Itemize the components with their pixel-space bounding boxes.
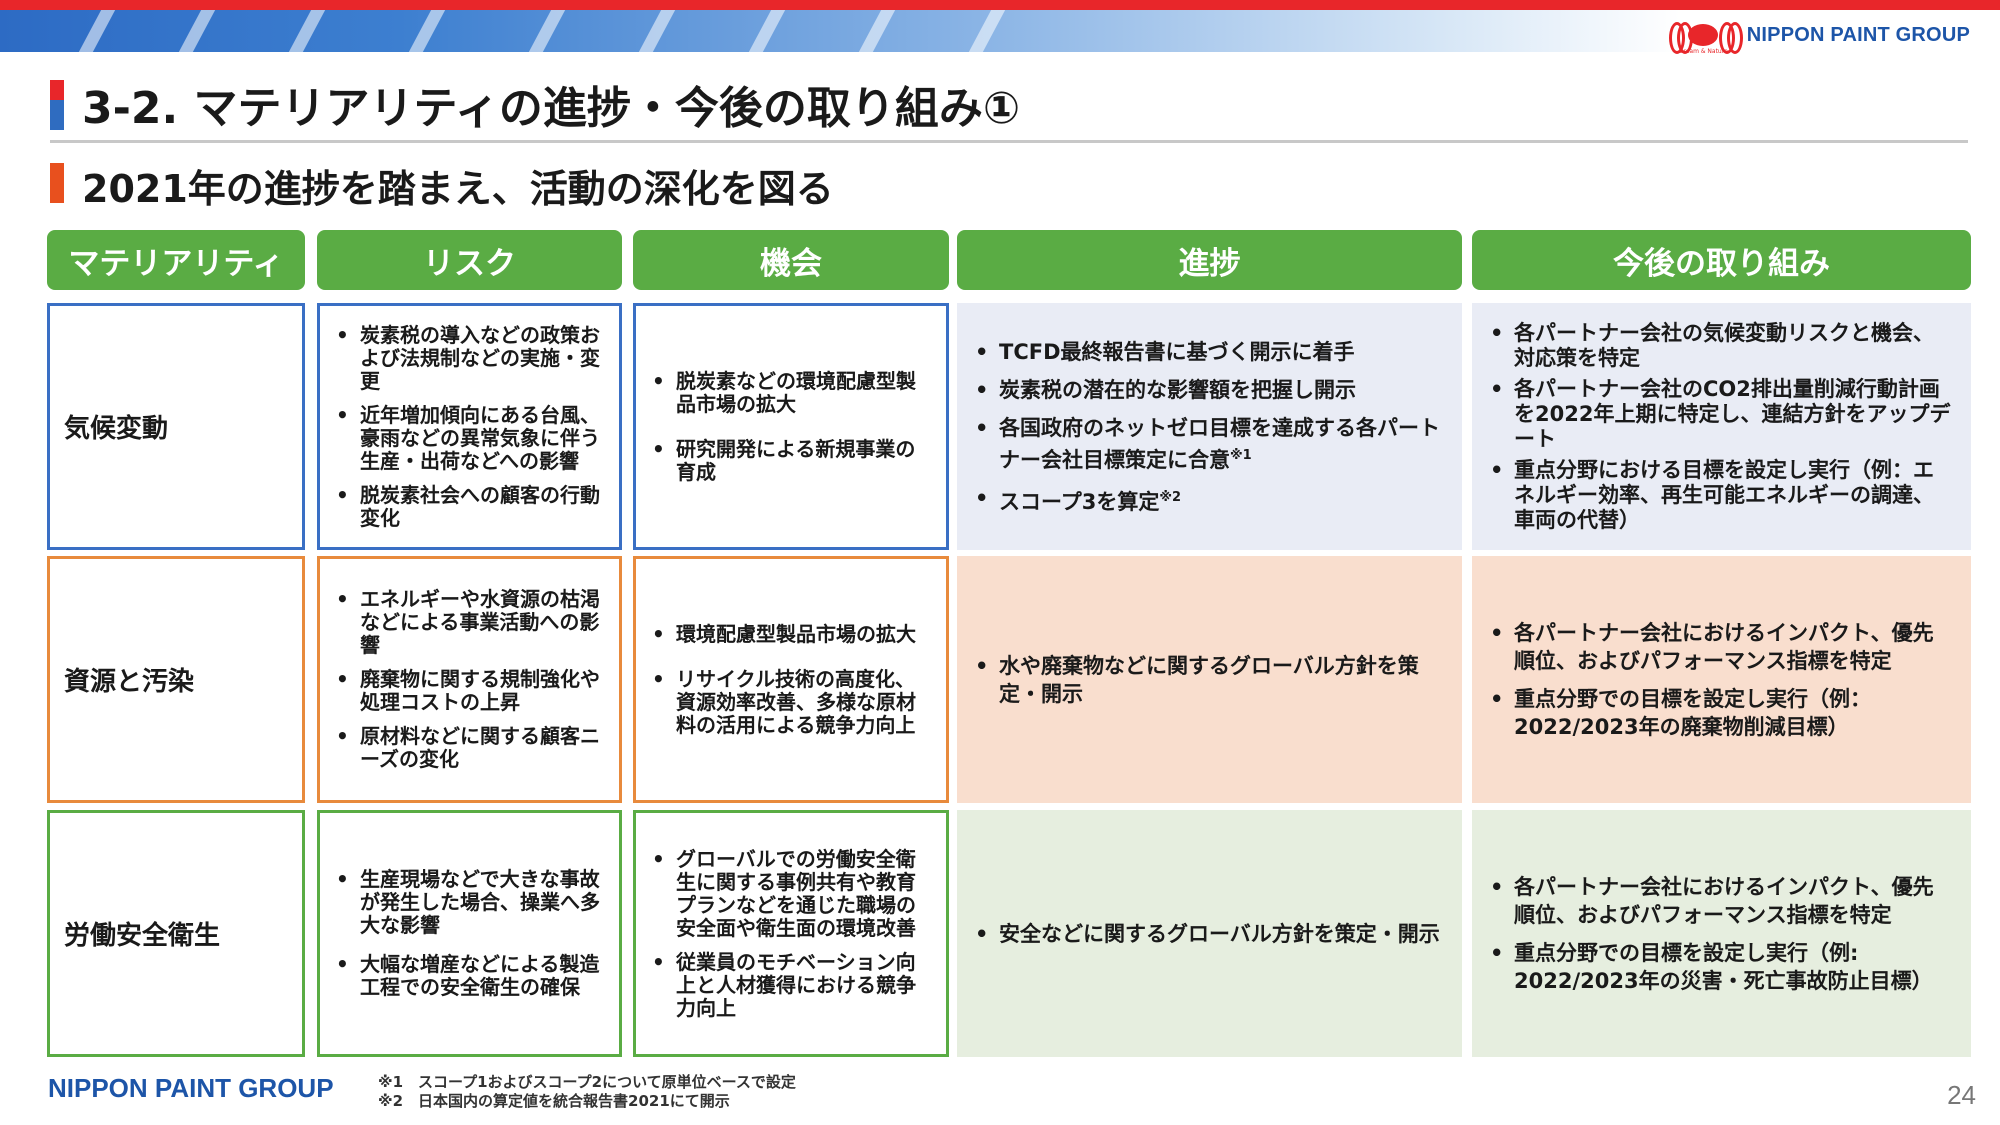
list-item: 水や廃棄物などに関するグローバル方針を策定・開示: [969, 652, 1444, 708]
list-item: 研究開発による新規事業の育成: [646, 437, 934, 484]
header-brand-name: NIPPON PAINT GROUP: [1746, 23, 1970, 46]
row-labor-risk: 生産現場などで大きな事故が発生した場合、操業へ多大な影響 大幅な増産などによる製…: [317, 810, 622, 1057]
title-divider: [50, 140, 1968, 143]
list-item: TCFD最終報告書に基づく開示に着手: [969, 338, 1444, 366]
row-climate-future: 各パートナー会社の気候変動リスクと機会、対応策を特定 各パートナー会社のCO2排…: [1472, 303, 1971, 550]
row-climate-materiality-label: 気候変動: [64, 414, 169, 444]
row-labor-materiality: 労働安全衛生: [47, 810, 305, 1057]
row-labor-progress: 安全などに関するグローバル方針を策定・開示: [957, 810, 1462, 1057]
page-title: 3-2. マテリアリティの進捗・今後の取り組み①: [82, 83, 1021, 134]
list-item: 脱炭素社会への顧客の行動変化: [330, 483, 607, 530]
list-item: 生産現場などで大きな事故が発生した場合、操業へ多大な影響: [330, 868, 607, 937]
list-item: スコープ3を算定※2: [969, 484, 1444, 516]
list-item: 重点分野での目標を設定し実行（例: 2022/2023年の災害・死亡事故防止目標…: [1484, 939, 1953, 995]
row-resource-risk: エネルギーや水資源の枯渇などによる事業活動への影響 廃棄物に関する規制強化や処理…: [317, 556, 622, 803]
row-labor-materiality-label: 労働安全衛生: [64, 921, 221, 951]
list-item: 廃棄物に関する規制強化や処理コストの上昇: [330, 668, 607, 714]
list-item: 安全などに関するグローバル方針を策定・開示: [969, 920, 1444, 948]
title-accent-bar: [50, 80, 64, 130]
list-item: 重点分野での目標を設定し実行（例：2022/2023年の廃棄物削減目標）: [1484, 685, 1953, 741]
row-climate-risk: 炭素税の導入などの政策および法規制などの実施・変更 近年増加傾向にある台風、豪雨…: [317, 303, 622, 550]
list-item: 重点分野における目標を設定し実行（例：エネルギー効率、再生可能エネルギーの調達、…: [1484, 458, 1953, 533]
list-item: 各パートナー会社におけるインパクト、優先順位、およびパフォーマンス指標を特定: [1484, 873, 1953, 929]
list-item: 各パートナー会社の気候変動リスクと機会、対応策を特定: [1484, 321, 1953, 371]
row-climate-opportunity: 脱炭素などの環境配慮型製品市場の拡大 研究開発による新規事業の育成: [633, 303, 949, 550]
row-resource-progress: 水や廃棄物などに関するグローバル方針を策定・開示: [957, 556, 1462, 803]
list-item: 各パートナー会社のCO2排出量削減行動計画を2022年上期に特定し、連結方針をア…: [1484, 377, 1953, 452]
header-opportunity: 機会: [633, 230, 949, 290]
list-item: 原材料などに関する顧客ニーズの変化: [330, 725, 607, 771]
list-item: 近年増加傾向にある台風、豪雨などの異常気象に伴う生産・出荷などへの影響: [330, 403, 607, 473]
row-resource-future: 各パートナー会社におけるインパクト、優先順位、およびパフォーマンス指標を特定 重…: [1472, 556, 1971, 803]
header-progress: 進捗: [957, 230, 1462, 290]
top-red-band: [0, 0, 2000, 10]
list-item: リサイクル技術の高度化、資源効率改善、多様な原材料の活用による競争力向上: [646, 667, 934, 737]
header-materiality: マテリアリティ: [47, 230, 305, 290]
header-risk: リスク: [317, 230, 622, 290]
row-climate-materiality: 気候変動: [47, 303, 305, 550]
list-item: エネルギーや水資源の枯渇などによる事業活動への影響: [330, 588, 607, 657]
row-resource-materiality-label: 資源と汚染: [64, 667, 195, 697]
footer-brand-name: NIPPON PAINT GROUP: [48, 1073, 334, 1103]
footnote-ref: ※2: [1159, 489, 1182, 505]
top-band-stripes: [0, 10, 1100, 52]
nippon-paint-logo-icon: Dream & Nature: [1667, 20, 1743, 55]
row-resource-materiality: 資源と汚染: [47, 556, 305, 803]
list-item: 各国政府のネットゼロ目標を達成する各パートナー会社目標策定に合意※1: [969, 414, 1444, 474]
page-number: 24: [1947, 1080, 1976, 1110]
header-brand: Dream & Nature NIPPON PAINT GROUP: [1667, 18, 1970, 55]
header-future: 今後の取り組み: [1472, 230, 1971, 290]
row-climate-progress: TCFD最終報告書に基づく開示に着手 炭素税の潜在的な影響額を把握し開示 各国政…: [957, 303, 1462, 550]
subtitle-accent-bar: [50, 163, 64, 203]
list-item: 炭素税の導入などの政策および法規制などの実施・変更: [330, 323, 607, 393]
footnote-ref: ※1: [1230, 447, 1252, 463]
row-labor-future: 各パートナー会社におけるインパクト、優先順位、およびパフォーマンス指標を特定 重…: [1472, 810, 1971, 1057]
list-item: 従業員のモチベーション向上と人材獲得における競争力向上: [646, 950, 934, 1020]
list-item: 脱炭素などの環境配慮型製品市場の拡大: [646, 369, 934, 416]
list-item: 環境配慮型製品市場の拡大: [646, 622, 934, 646]
list-item: 各パートナー会社におけるインパクト、優先順位、およびパフォーマンス指標を特定: [1484, 619, 1953, 675]
page-subtitle: 2021年の進捗を踏まえ、活動の深化を図る: [82, 167, 834, 211]
list-item: 炭素税の潜在的な影響額を把握し開示: [969, 376, 1444, 404]
list-item: グローバルでの労働安全衛生に関する事例共有や教育プランなどを通じた職場の安全面や…: [646, 847, 934, 940]
list-item: 大幅な増産などによる製造工程での安全衛生の確保: [330, 953, 607, 999]
row-resource-opportunity: 環境配慮型製品市場の拡大 リサイクル技術の高度化、資源効率改善、多様な原材料の活…: [633, 556, 949, 803]
row-labor-opportunity: グローバルでの労働安全衛生に関する事例共有や教育プランなどを通じた職場の安全面や…: [633, 810, 949, 1057]
